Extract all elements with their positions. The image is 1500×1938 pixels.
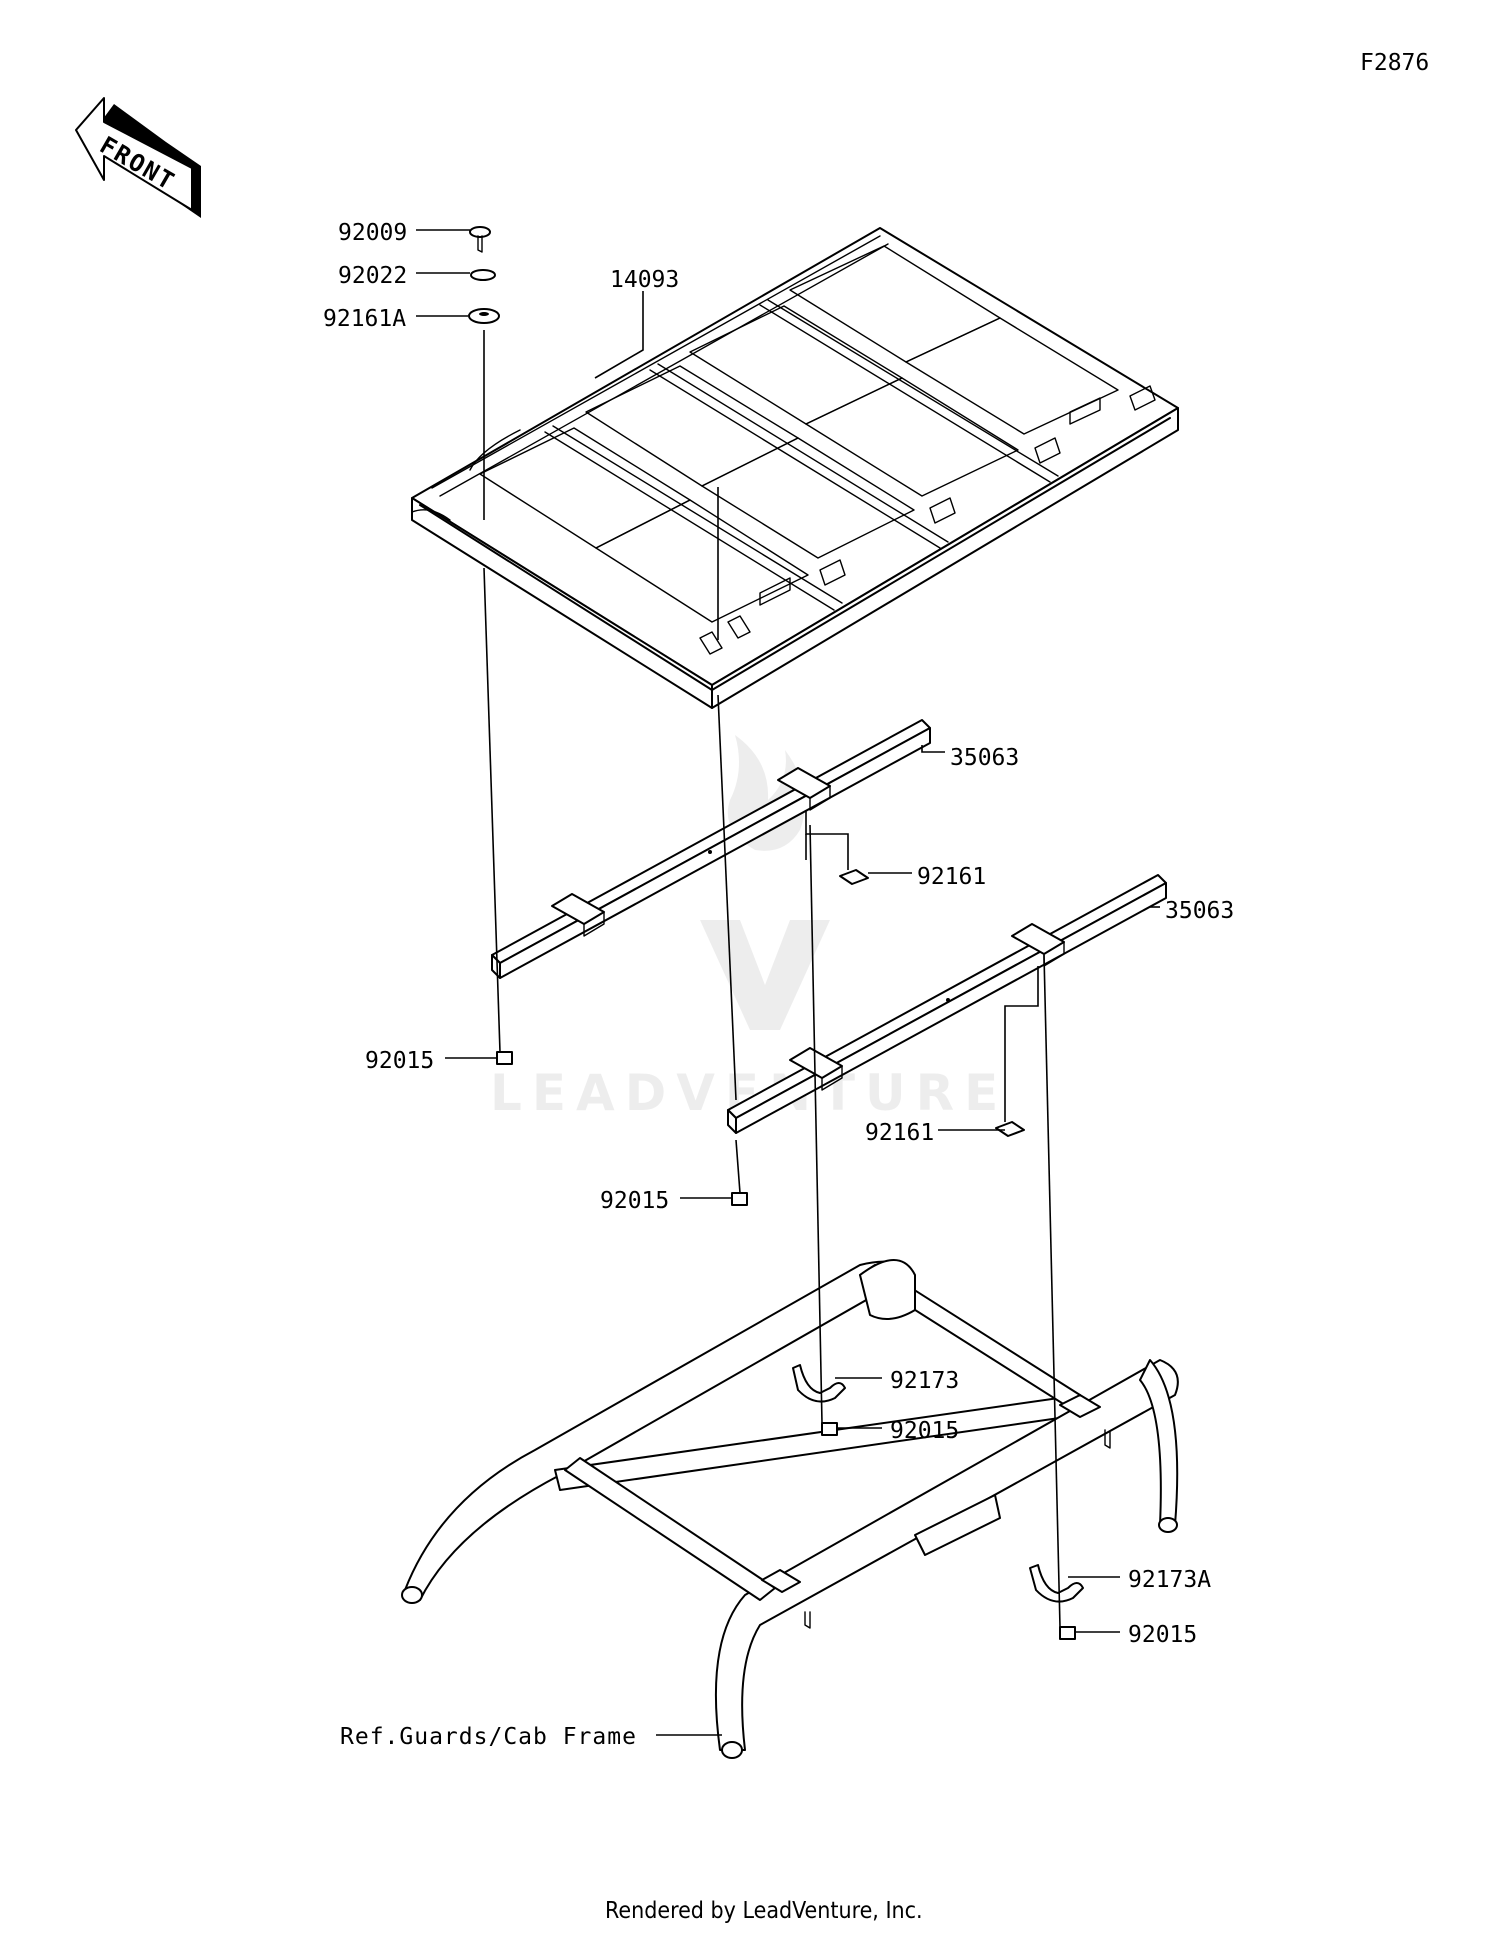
nut-92015-mid-icon xyxy=(731,1192,748,1206)
label-35063-upper: 35063 xyxy=(950,745,1019,771)
crossbar-upper xyxy=(491,719,931,979)
cushion-92161-lower-icon xyxy=(995,1121,1025,1137)
nut-92015-right-icon xyxy=(1059,1626,1076,1640)
reference-note: Ref.Guards/Cab Frame xyxy=(340,1724,637,1750)
label-92015-right: 92015 xyxy=(1128,1622,1197,1648)
label-92161-upper: 92161 xyxy=(917,864,986,890)
label-92015-left: 92015 xyxy=(365,1048,434,1074)
label-92009: 92009 xyxy=(338,220,407,246)
nut-92015-left-icon xyxy=(496,1051,513,1065)
label-92015-center: 92015 xyxy=(890,1418,959,1444)
assembly-guide-lines xyxy=(483,330,1061,1628)
figure-code: F2876 xyxy=(1360,50,1429,76)
bolt-92009-icon xyxy=(469,226,491,253)
label-92161A: 92161A xyxy=(323,306,406,332)
clamp-92173A-icon xyxy=(1029,1564,1084,1603)
label-92173A: 92173A xyxy=(1128,1567,1211,1593)
clamp-92173-icon xyxy=(792,1364,846,1403)
footer-credit: Rendered by LeadVenture, Inc. xyxy=(605,1898,923,1924)
front-arrow-icon: FRONT xyxy=(75,97,201,218)
label-92015-mid: 92015 xyxy=(600,1188,669,1214)
washer-92022-icon xyxy=(470,269,496,281)
crossbar-lower xyxy=(727,874,1167,1134)
collar-92161A-icon xyxy=(468,308,500,324)
label-35063-lower: 35063 xyxy=(1165,898,1234,924)
leader-lines xyxy=(416,229,1160,1736)
cab-frame xyxy=(401,1259,1179,1759)
label-92161-lower: 92161 xyxy=(865,1120,934,1146)
roof-panel xyxy=(411,227,1179,709)
label-92173: 92173 xyxy=(890,1368,959,1394)
cushion-92161-upper-icon xyxy=(839,869,869,885)
label-92022: 92022 xyxy=(338,263,407,289)
label-14093: 14093 xyxy=(610,267,679,293)
nut-92015-center-icon xyxy=(821,1422,838,1436)
